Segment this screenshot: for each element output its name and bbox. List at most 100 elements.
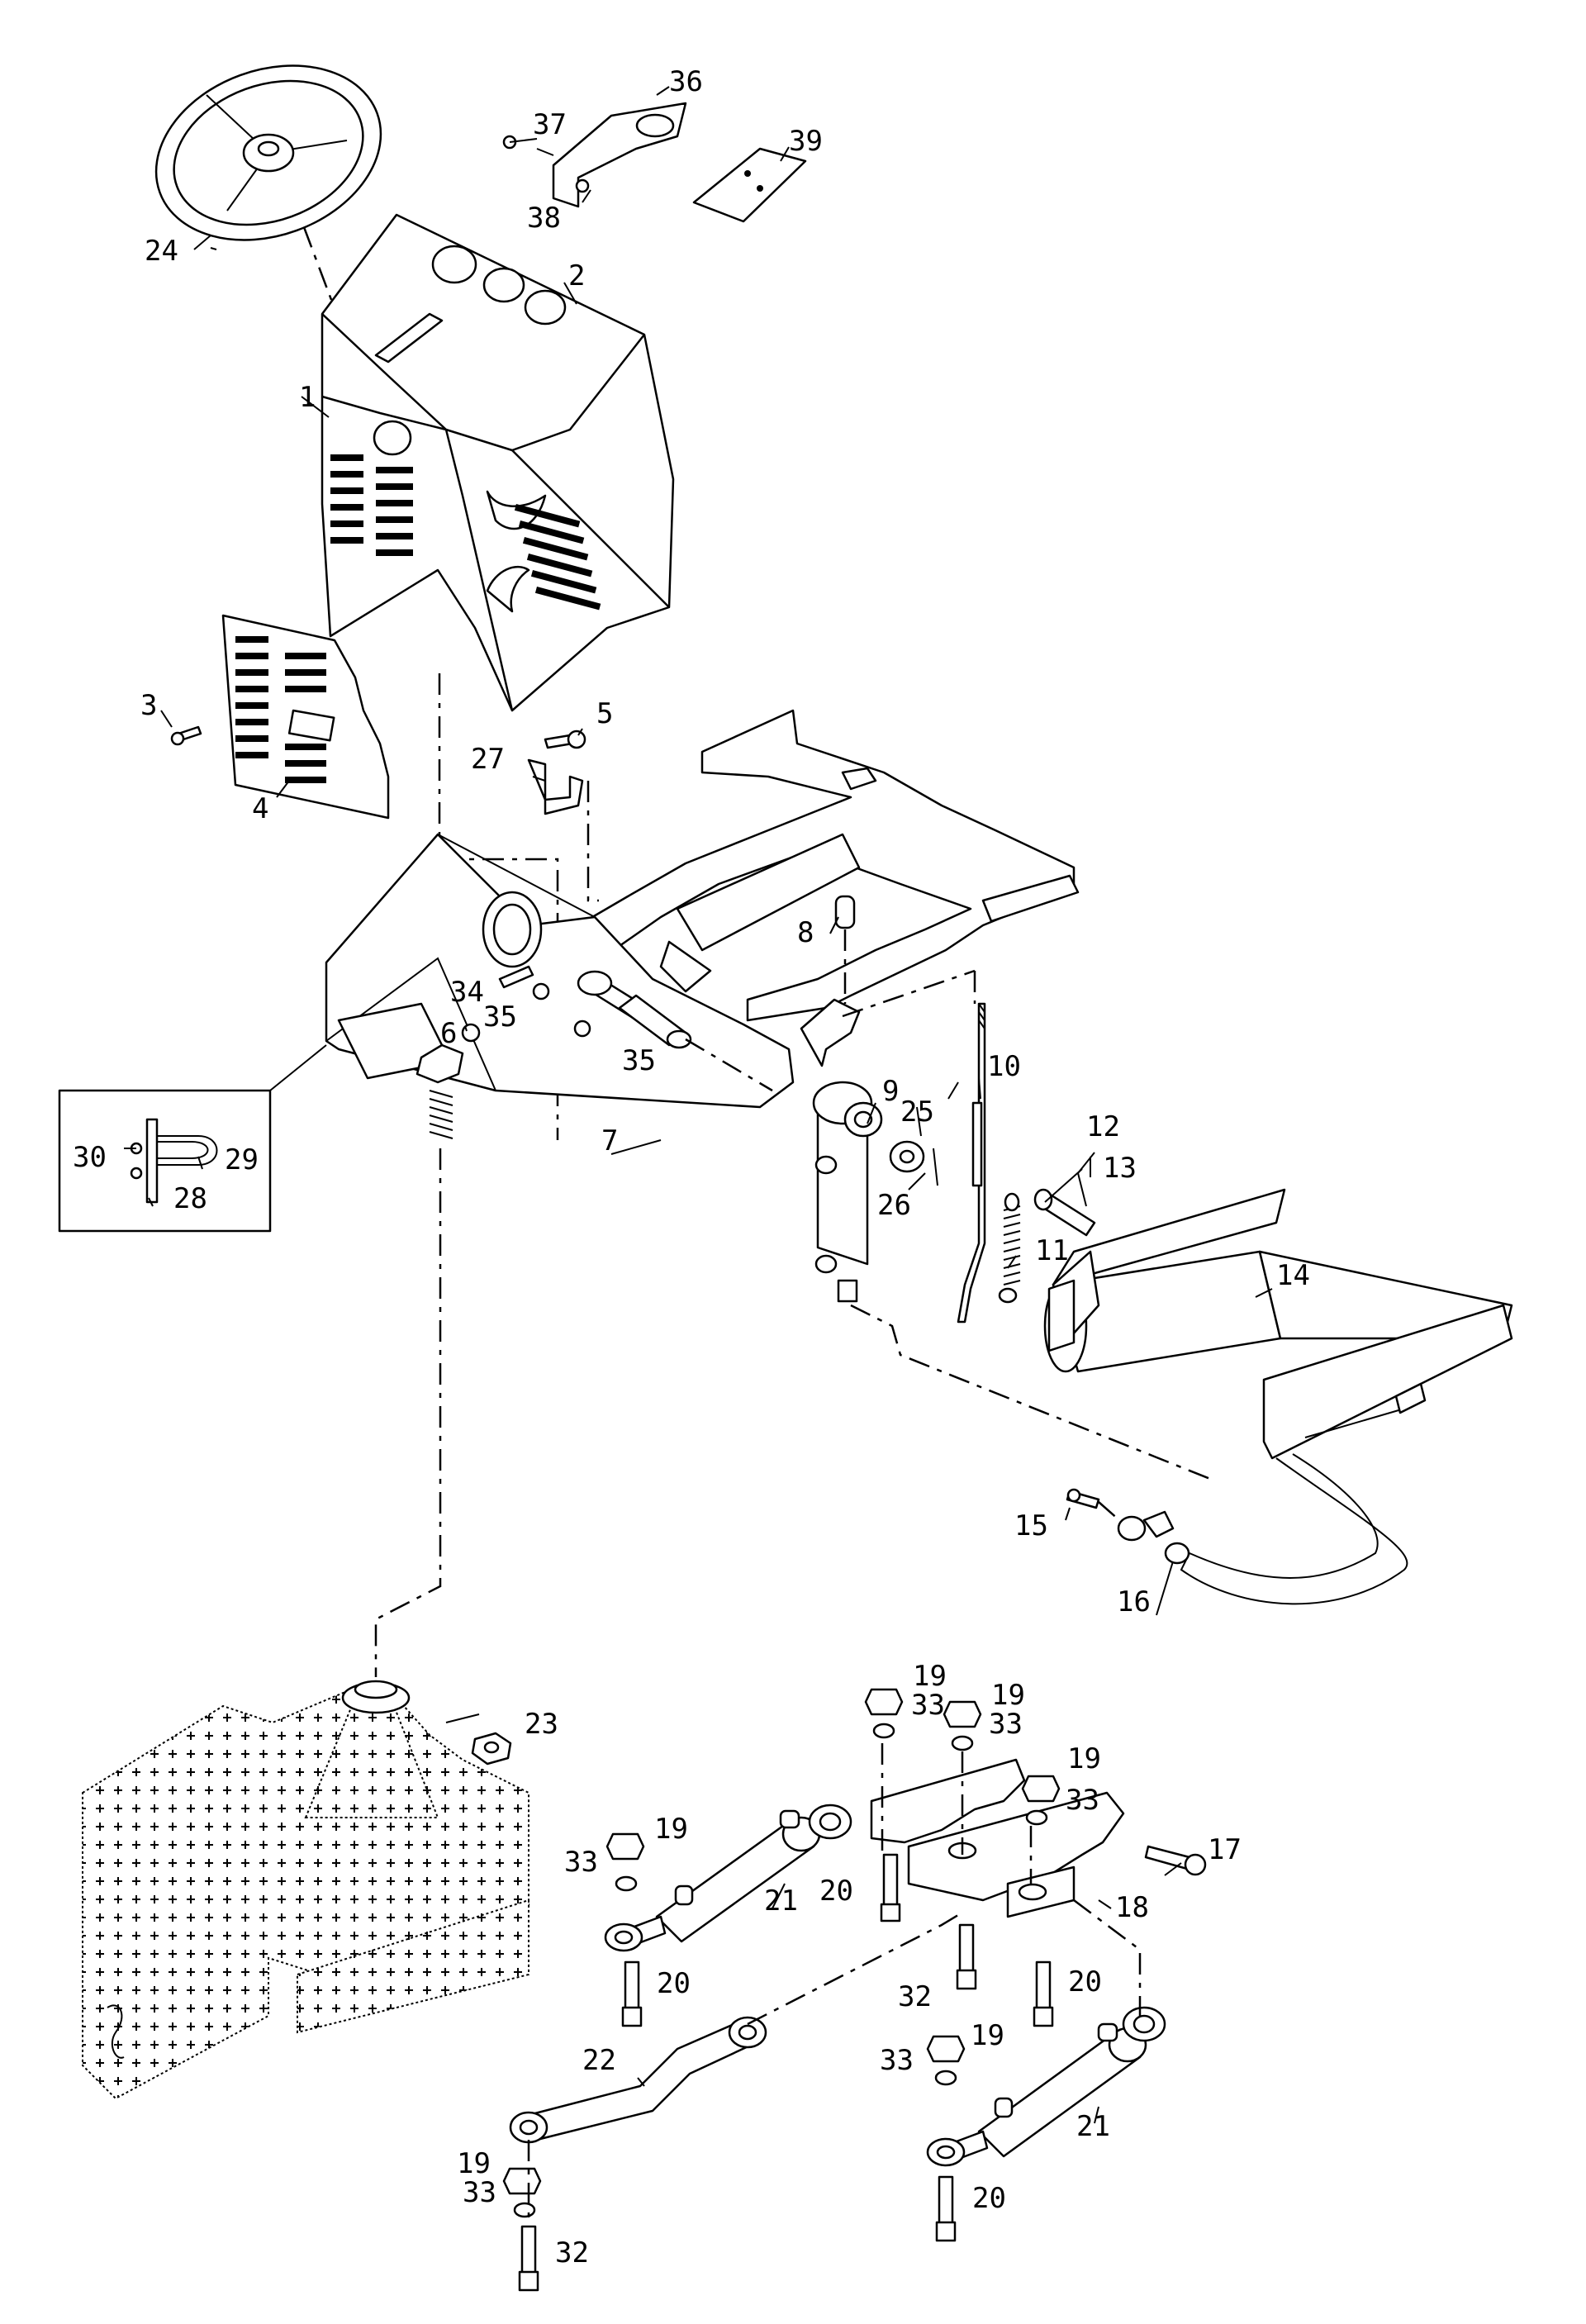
bolt-20a: [880, 1853, 901, 1922]
callout-24: 24: [145, 235, 178, 268]
tube-axis-line: [685, 1038, 773, 1092]
callout-33-d: 33: [564, 1846, 598, 1879]
callout-32-b: 32: [555, 2236, 589, 2269]
callout-33-a: 33: [911, 1689, 945, 1722]
nut-19-a: [864, 1688, 904, 1739]
nut-19-d: [605, 1832, 645, 1892]
callout-21-b: 21: [1076, 2110, 1110, 2143]
bolt-34: [498, 965, 534, 989]
assembly-line-c: [586, 781, 599, 902]
clevis-16: [1117, 1515, 1190, 1565]
callout-25: 25: [900, 1095, 934, 1129]
bolt-20b: [621, 1960, 643, 2027]
cylinder-21-lower: [926, 2006, 1166, 2167]
callout-3: 3: [140, 689, 157, 722]
bolt-15-axis: [1098, 1501, 1120, 1521]
callout-37: 37: [533, 108, 567, 141]
steering-wheel: [154, 64, 382, 241]
callout-35-b: 35: [622, 1044, 656, 1077]
callout-16: 16: [1117, 1585, 1151, 1618]
pin-8: [834, 895, 856, 929]
side-panel: [170, 614, 390, 820]
link-line-a: [850, 1304, 1211, 1480]
callout-20-c: 20: [1068, 1965, 1102, 1998]
callout-4: 4: [252, 792, 268, 825]
bolt-15: [1066, 1488, 1100, 1509]
bolt-5: [544, 730, 586, 749]
callout-33-e: 33: [463, 2176, 496, 2209]
callout-32-a: 32: [898, 1980, 932, 2013]
callout-18: 18: [1115, 1891, 1149, 1924]
cotter-13: [1077, 1172, 1087, 1207]
callout-2: 2: [568, 259, 585, 292]
dash-housing: [321, 213, 675, 712]
callout-22: 22: [582, 2044, 616, 2077]
washer-25: [889, 1140, 925, 1173]
callout-30: 30: [73, 1141, 107, 1174]
link-22: [509, 2016, 767, 2144]
callout-1: 1: [299, 381, 316, 414]
spring-11: [998, 1192, 1021, 1304]
nut-19-e: [502, 2167, 542, 2218]
vent-slots-left: [330, 454, 413, 556]
callout-11: 11: [1035, 1234, 1069, 1267]
callout-5: 5: [596, 697, 613, 730]
callout-29: 29: [225, 1143, 259, 1176]
callout-39: 39: [789, 125, 823, 158]
callout-6: 6: [440, 1017, 457, 1050]
callout-13: 13: [1103, 1152, 1137, 1185]
base-pedestal: [82, 1680, 529, 2100]
callout-17: 17: [1208, 1833, 1242, 1866]
leader-lines: [124, 86, 1273, 2124]
callout-19-e: 19: [457, 2147, 491, 2180]
callout-23: 23: [525, 1708, 558, 1741]
line-link-bracket: [747, 1911, 963, 2026]
callout-14: 14: [1276, 1259, 1310, 1292]
bolt-20d: [935, 2175, 957, 2242]
cylinder-21-upper: [604, 1804, 852, 1952]
rod-10: [957, 1002, 986, 1324]
callout-34: 34: [450, 976, 484, 1009]
nut-19-b: [943, 1700, 982, 1751]
callout-20-d: 20: [972, 2182, 1006, 2215]
inset-box: [58, 1044, 327, 1233]
nut-23: [471, 1732, 512, 1766]
axle-14: [1043, 1188, 1513, 1605]
callout-38: 38: [527, 202, 561, 235]
callout-labels: 1 2 3 4 5 6 7 8 9 10 11 12 13 14 15 16 1…: [73, 65, 1310, 2269]
chassis-frame: [577, 709, 1080, 1022]
callout-15: 15: [1014, 1509, 1048, 1542]
callout-19-d: 19: [654, 1813, 688, 1846]
mount-bracket-36: [502, 102, 687, 208]
callout-33-c: 33: [1066, 1784, 1099, 1817]
cotter-26: [933, 1148, 938, 1186]
bolt-32a: [956, 1923, 977, 1990]
nut-35b: [573, 1019, 591, 1038]
callout-19-c: 19: [1067, 1742, 1101, 1775]
callout-36: 36: [669, 65, 703, 98]
callout-20-b: 20: [657, 1967, 691, 2000]
plate-39: [692, 147, 807, 223]
pin-12: [1033, 1188, 1096, 1237]
nut-23-leader-line: [445, 1713, 480, 1723]
vent-slots-right: [514, 503, 601, 611]
column-spring: [429, 1090, 453, 1139]
nut-19-c: [1021, 1775, 1061, 1826]
callout-19-a: 19: [913, 1660, 947, 1693]
callout-26: 26: [877, 1189, 911, 1222]
callout-9: 9: [882, 1075, 899, 1108]
callout-33-b: 33: [989, 1708, 1023, 1741]
callout-10: 10: [987, 1050, 1021, 1083]
bolt-20c: [1033, 1960, 1054, 2027]
callout-21-a: 21: [764, 1884, 798, 1918]
bolt-32b: [518, 2225, 539, 2292]
tube: [618, 994, 692, 1049]
shaft-axis-line: [374, 1148, 442, 1677]
callout-7: 7: [601, 1124, 618, 1157]
callout-33-f: 33: [880, 2044, 914, 2077]
callout-12: 12: [1086, 1110, 1120, 1143]
nut-19-f: [926, 2035, 966, 2086]
callout-20-a: 20: [819, 1875, 853, 1908]
callout-35-a: 35: [483, 1000, 517, 1034]
